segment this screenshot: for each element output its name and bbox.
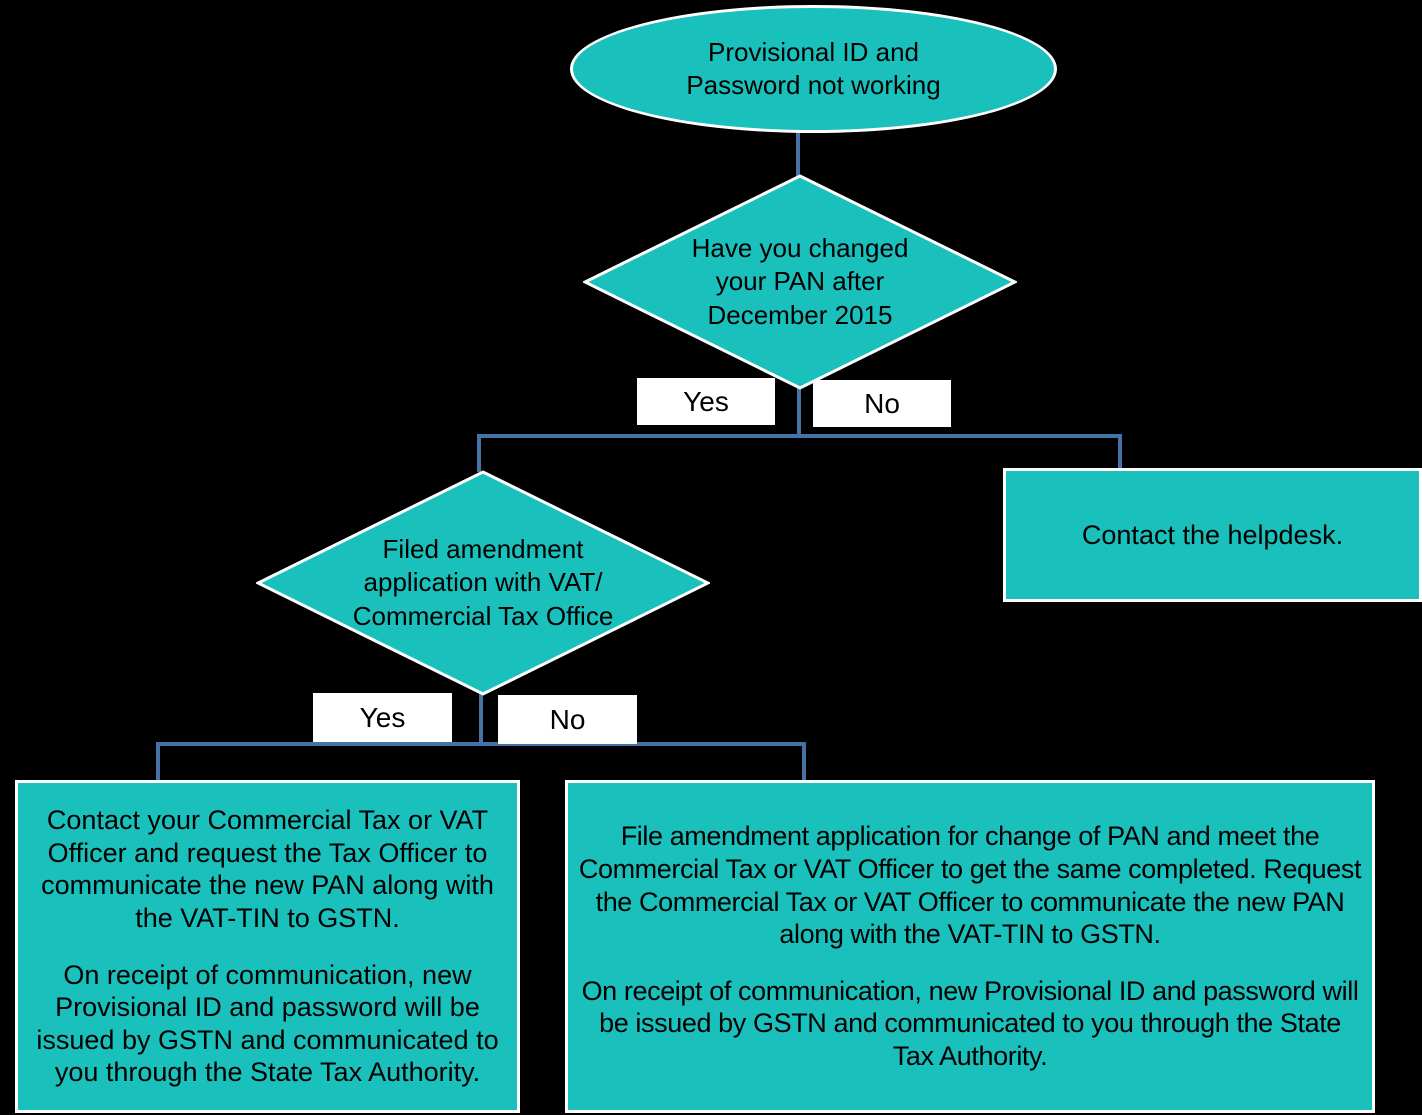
- connector-branch1-horizontal: [477, 434, 1122, 438]
- connector-decision2-stem: [479, 693, 483, 746]
- decision2-no-label: No: [498, 695, 637, 744]
- file-amendment-paragraph-1: File amendment application for change of…: [578, 821, 1362, 950]
- connector-branch1-no-drop: [1118, 434, 1122, 470]
- decision2-yes-label: Yes: [313, 693, 452, 742]
- decision-pan-changed-node: Have you changed your PAN after December…: [583, 174, 1017, 390]
- connector-decision1-stem: [797, 388, 801, 438]
- file-amendment-node: File amendment application for change of…: [565, 780, 1375, 1113]
- helpdesk-label: Contact the helpdesk.: [1081, 519, 1344, 550]
- connector-branch2-yes-drop: [156, 742, 160, 782]
- file-amendment-paragraph-2: On receipt of communication, new Provisi…: [581, 975, 1359, 1072]
- decision-pan-changed-label: Have you changed your PAN after December…: [691, 233, 909, 330]
- connector-start-to-decision1: [796, 131, 800, 178]
- decision1-no-label: No: [813, 380, 951, 427]
- start-node-label: Provisional ID and Password not working: [686, 36, 941, 100]
- decision1-yes-label: Yes: [637, 378, 775, 425]
- start-node: Provisional ID and Password not working: [570, 5, 1057, 133]
- connector-branch2-no-drop: [802, 742, 806, 782]
- helpdesk-node: Contact the helpdesk.: [1003, 468, 1422, 602]
- decision-filed-amendment-label: Filed amendment application with VAT/ Co…: [352, 534, 614, 631]
- connector-branch1-yes-drop: [477, 434, 481, 472]
- decision-filed-amendment-node: Filed amendment application with VAT/ Co…: [256, 470, 710, 696]
- contact-officer-node: Contact your Commercial Tax or VAT Offic…: [15, 780, 520, 1113]
- contact-officer-paragraph-1: Contact your Commercial Tax or VAT Offic…: [41, 804, 494, 933]
- diamond-shape: [583, 174, 1017, 390]
- diamond-shape: [256, 470, 710, 696]
- connector-branch2-horizontal: [156, 742, 806, 746]
- contact-officer-paragraph-2: On receipt of communication, new Provisi…: [36, 959, 499, 1088]
